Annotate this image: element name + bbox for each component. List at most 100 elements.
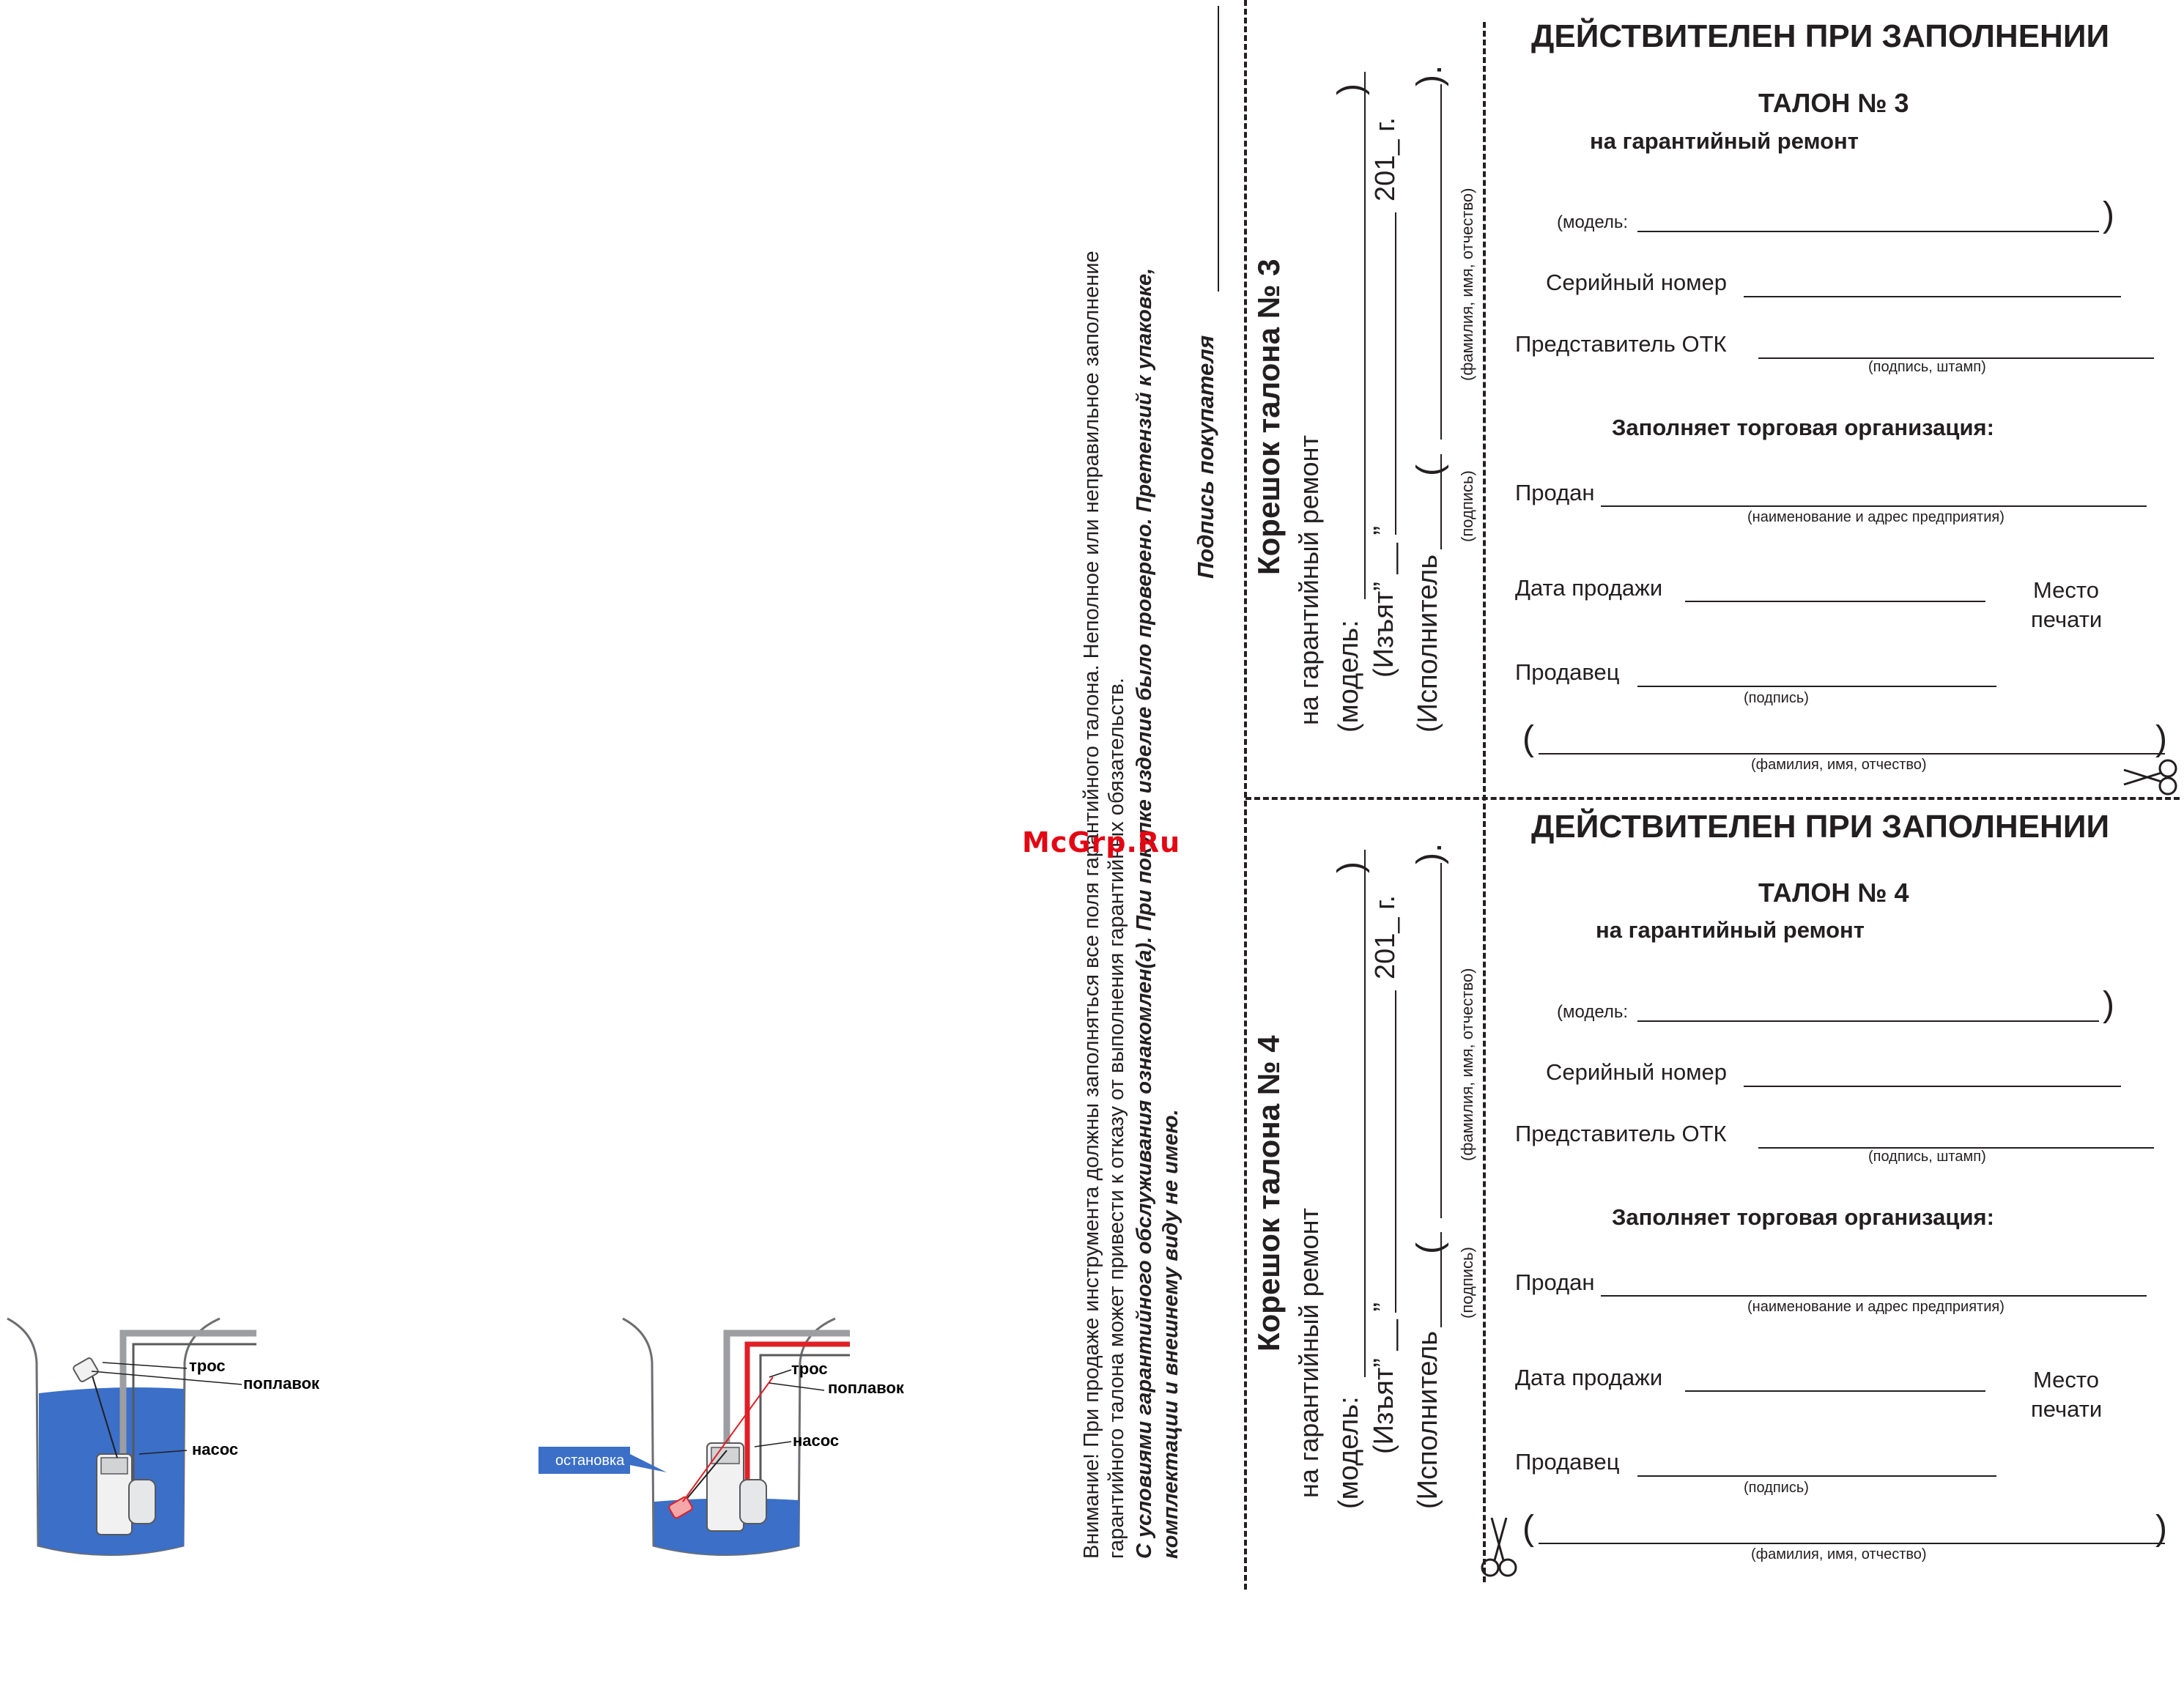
coupon-3-model-label: (модель:: [1557, 212, 1629, 232]
scissors-icon: [1481, 1517, 1517, 1577]
coupon-4-sold-label: Продан: [1515, 1269, 1595, 1295]
coupon-3-seller-hint: (подпись): [1744, 690, 1809, 706]
diagram-left-rope-label: трос: [189, 1357, 226, 1375]
coupon-3-stamp-2: печати: [2031, 607, 2103, 632]
coupon-3: ДЕЙСТВИТЕЛЕН ПРИ ЗАПОЛНЕНИИ ТАЛОН № 3 на…: [1480, 0, 2169, 795]
coupon-4-subtitle: на гарантийный ремонт: [1596, 917, 1865, 943]
coupon-3-otk-field[interactable]: [1758, 357, 2154, 359]
stub-4-name-line: [1440, 863, 1442, 1218]
coupon-3-date-label: Дата продажи: [1515, 575, 1663, 601]
coupon-3-serial-field[interactable]: [1744, 296, 2121, 297]
coupon-4-name-open: (: [1522, 1509, 1534, 1548]
stub-3-subtitle: на гарантийный ремонт: [1294, 435, 1324, 725]
coupon-3-seller-field[interactable]: [1637, 686, 1996, 687]
coupon-3-trade-label: Заполняет торговая организация:: [1612, 415, 1994, 440]
coupon-4-stamp-1: Место: [2033, 1367, 2100, 1393]
notice-line-4: комплектации и внешнему виду не имею.: [1159, 1109, 1182, 1559]
stub-3-title: Корешок талона № 3: [1251, 259, 1286, 575]
diagram-right-float-label: поплавок: [828, 1379, 905, 1397]
coupon-4-seller-label: Продавец: [1515, 1449, 1620, 1475]
buyer-signature-label: Подпись покупателя: [1193, 335, 1218, 579]
stub-4-name-hint: (фамилия, имя, отчество): [1458, 968, 1476, 1162]
stub-3-model: (модель:: [1333, 620, 1364, 733]
coupon-3-name-hint: (фамилия, имя, отчество): [1751, 757, 1927, 773]
stub-3-executor-open: (: [1410, 464, 1449, 476]
stub-3-model-close: ): [1331, 84, 1370, 95]
coupon-3-otk-hint: (подпись, штамп): [1868, 359, 1986, 375]
coupon-4-otk-hint: (подпись, штамп): [1868, 1149, 1986, 1165]
stub-4-executor-close: ).: [1410, 842, 1449, 864]
coupon-3-stamp-1: Место: [2033, 577, 2100, 603]
coupon-3-date-field[interactable]: [1685, 601, 1985, 602]
coupon-3-sold-hint: (наименование и адрес предприятия): [1747, 509, 2005, 525]
stub-3-executor-line: [1440, 454, 1442, 549]
stub-4-model: (модель:: [1333, 1396, 1364, 1509]
coupon-4-sold-field[interactable]: [1601, 1295, 2147, 1297]
stub-3-seized: (Изъят” __ ”: [1369, 526, 1399, 678]
coupon-3-name-field[interactable]: [1539, 753, 2165, 754]
coupon-4-name-hint: (фамилия, имя, отчество): [1751, 1546, 1927, 1562]
coupon-4-trade-label: Заполняет торговая организация:: [1612, 1204, 1994, 1230]
notice-line-3: С условиями гарантийного обслуживания оз…: [1133, 267, 1156, 1559]
stub-4-executor: (Исполнитель: [1413, 1330, 1443, 1509]
coupon-3-header: ДЕЙСТВИТЕЛЕН ПРИ ЗАПОЛНЕНИИ: [1531, 18, 2110, 54]
buyer-signature-line: [1218, 6, 1219, 292]
coupon-3-name-open: (: [1522, 719, 1534, 758]
stub-3-seized-line: [1395, 212, 1396, 535]
stub-3-executor-close: ).: [1410, 64, 1449, 86]
stub-4-executor-open: (: [1410, 1242, 1449, 1254]
coupon-4-name-field[interactable]: [1539, 1543, 2165, 1544]
coupon-4-serial-field[interactable]: [1744, 1086, 2121, 1087]
coupon-3-name-close: ): [2155, 719, 2167, 758]
coupon-4: ДЕЙСТВИТЕЛЕН ПРИ ЗАПОЛНЕНИИ ТАЛОН № 4 на…: [1480, 806, 2169, 1601]
diagram-right-pump-label: насос: [793, 1431, 839, 1450]
stub-4-subtitle: на гарантийный ремонт: [1294, 1208, 1324, 1498]
stub-4-title: Корешок талона № 4: [1251, 1035, 1286, 1352]
coupon-4-header: ДЕЙСТВИТЕЛЕН ПРИ ЗАПОЛНЕНИИ: [1531, 809, 2110, 845]
diagram-right-stop-label: остановка: [555, 1453, 625, 1469]
stub-4-sign-hint: (подпись): [1458, 1247, 1476, 1319]
cut-line-middle: [1245, 797, 2180, 800]
coupon-4-title: ТАЛОН № 4: [1758, 878, 1909, 908]
coupon-3-model-close: ): [2103, 196, 2114, 234]
coupon-4-model-label: (модель:: [1557, 1002, 1629, 1022]
stub-3-model-line: [1364, 72, 1366, 599]
coupon-4-sold-hint: (наименование и адрес предприятия): [1747, 1299, 2005, 1315]
coupon-4-seller-field[interactable]: [1637, 1475, 1996, 1477]
cut-line-coupon: [1483, 22, 1486, 1582]
stub-3-name-hint: (фамилия, имя, отчество): [1458, 188, 1476, 382]
diagram-left-float-label: поплавок: [243, 1374, 320, 1393]
coupon-3-title: ТАЛОН № 3: [1758, 88, 1909, 118]
pump-diagram-float-down: остановка трос поплавок насос: [538, 1317, 905, 1556]
coupon-4-otk-field[interactable]: [1758, 1147, 2154, 1149]
coupon-4-model-close: ): [2103, 985, 2114, 1024]
stub-4-seized: (Изъят” __ ”: [1369, 1302, 1399, 1454]
coupon-4-date-field[interactable]: [1685, 1390, 1985, 1392]
stub-3-name-line: [1440, 84, 1442, 440]
stub-4-executor-line: [1440, 1232, 1442, 1327]
stub-4-seized-line: [1395, 990, 1396, 1313]
coupon-4-date-label: Дата продажи: [1515, 1365, 1663, 1390]
stub-4-year: 201_ г.: [1370, 895, 1401, 979]
watermark: McGrp.Ru: [1022, 826, 1181, 859]
coupon-3-model-field[interactable]: [1637, 231, 2099, 232]
cut-line-stub: [1244, 0, 1247, 1590]
coupon-4-name-close: ): [2155, 1509, 2167, 1548]
coupon-4-seller-hint: (подпись): [1744, 1480, 1809, 1496]
notice-line-2: гарантийного талона может привести к отк…: [1105, 678, 1128, 1559]
coupon-3-serial-label: Серийный номер: [1546, 270, 1727, 295]
coupon-3-subtitle: на гарантийный ремонт: [1590, 128, 1859, 154]
stub-3-executor: (Исполнитель: [1413, 554, 1443, 733]
scissors-icon: [2123, 759, 2177, 796]
notice-line-1: Внимание! При продаже инструмента должны…: [1080, 251, 1103, 1559]
stub-3-sign-hint: (подпись): [1458, 470, 1476, 542]
stub-4-model-line: [1364, 850, 1366, 1377]
coupon-3-sold-field[interactable]: [1601, 505, 2147, 507]
diagram-right-rope-label: трос: [791, 1360, 828, 1378]
coupon-3-sold-label: Продан: [1515, 480, 1595, 505]
coupon-3-seller-label: Продавец: [1515, 659, 1620, 685]
coupon-4-model-field[interactable]: [1637, 1020, 2099, 1022]
stub-3-year: 201_ г.: [1370, 117, 1401, 201]
coupon-4-serial-label: Серийный номер: [1546, 1059, 1727, 1085]
coupon-4-stamp-2: печати: [2031, 1396, 2103, 1422]
